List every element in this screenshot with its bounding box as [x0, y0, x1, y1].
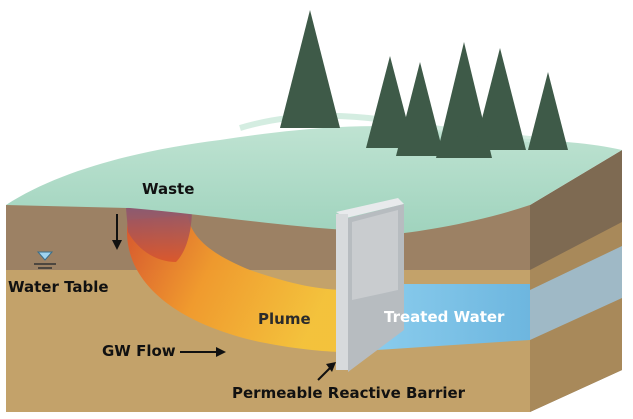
barrier-label: Permeable Reactive Barrier: [232, 384, 466, 402]
barrier-front: [336, 214, 348, 370]
tree: [280, 10, 340, 128]
treated-water-label: Treated Water: [384, 308, 505, 326]
barrier-wall-inner: [352, 210, 398, 300]
barrier-pointer-head: [326, 362, 336, 372]
tree: [366, 56, 414, 148]
barrier-top: [336, 198, 404, 218]
tree: [396, 62, 444, 156]
tree: [474, 48, 526, 150]
waste-source: [126, 208, 192, 262]
tree: [436, 42, 492, 158]
gw-flow-arrow-head: [216, 347, 226, 357]
plume-label: Plume: [258, 310, 311, 328]
tree: [528, 72, 568, 150]
gw-flow-label: GW Flow: [102, 342, 176, 360]
water-table-label: Water Table: [8, 278, 109, 296]
waste-arrow-head: [112, 240, 122, 250]
water-table-icon: [36, 251, 54, 261]
tree-group: [280, 10, 568, 158]
side-water-band: [530, 246, 622, 340]
waste-label: Waste: [142, 180, 195, 198]
